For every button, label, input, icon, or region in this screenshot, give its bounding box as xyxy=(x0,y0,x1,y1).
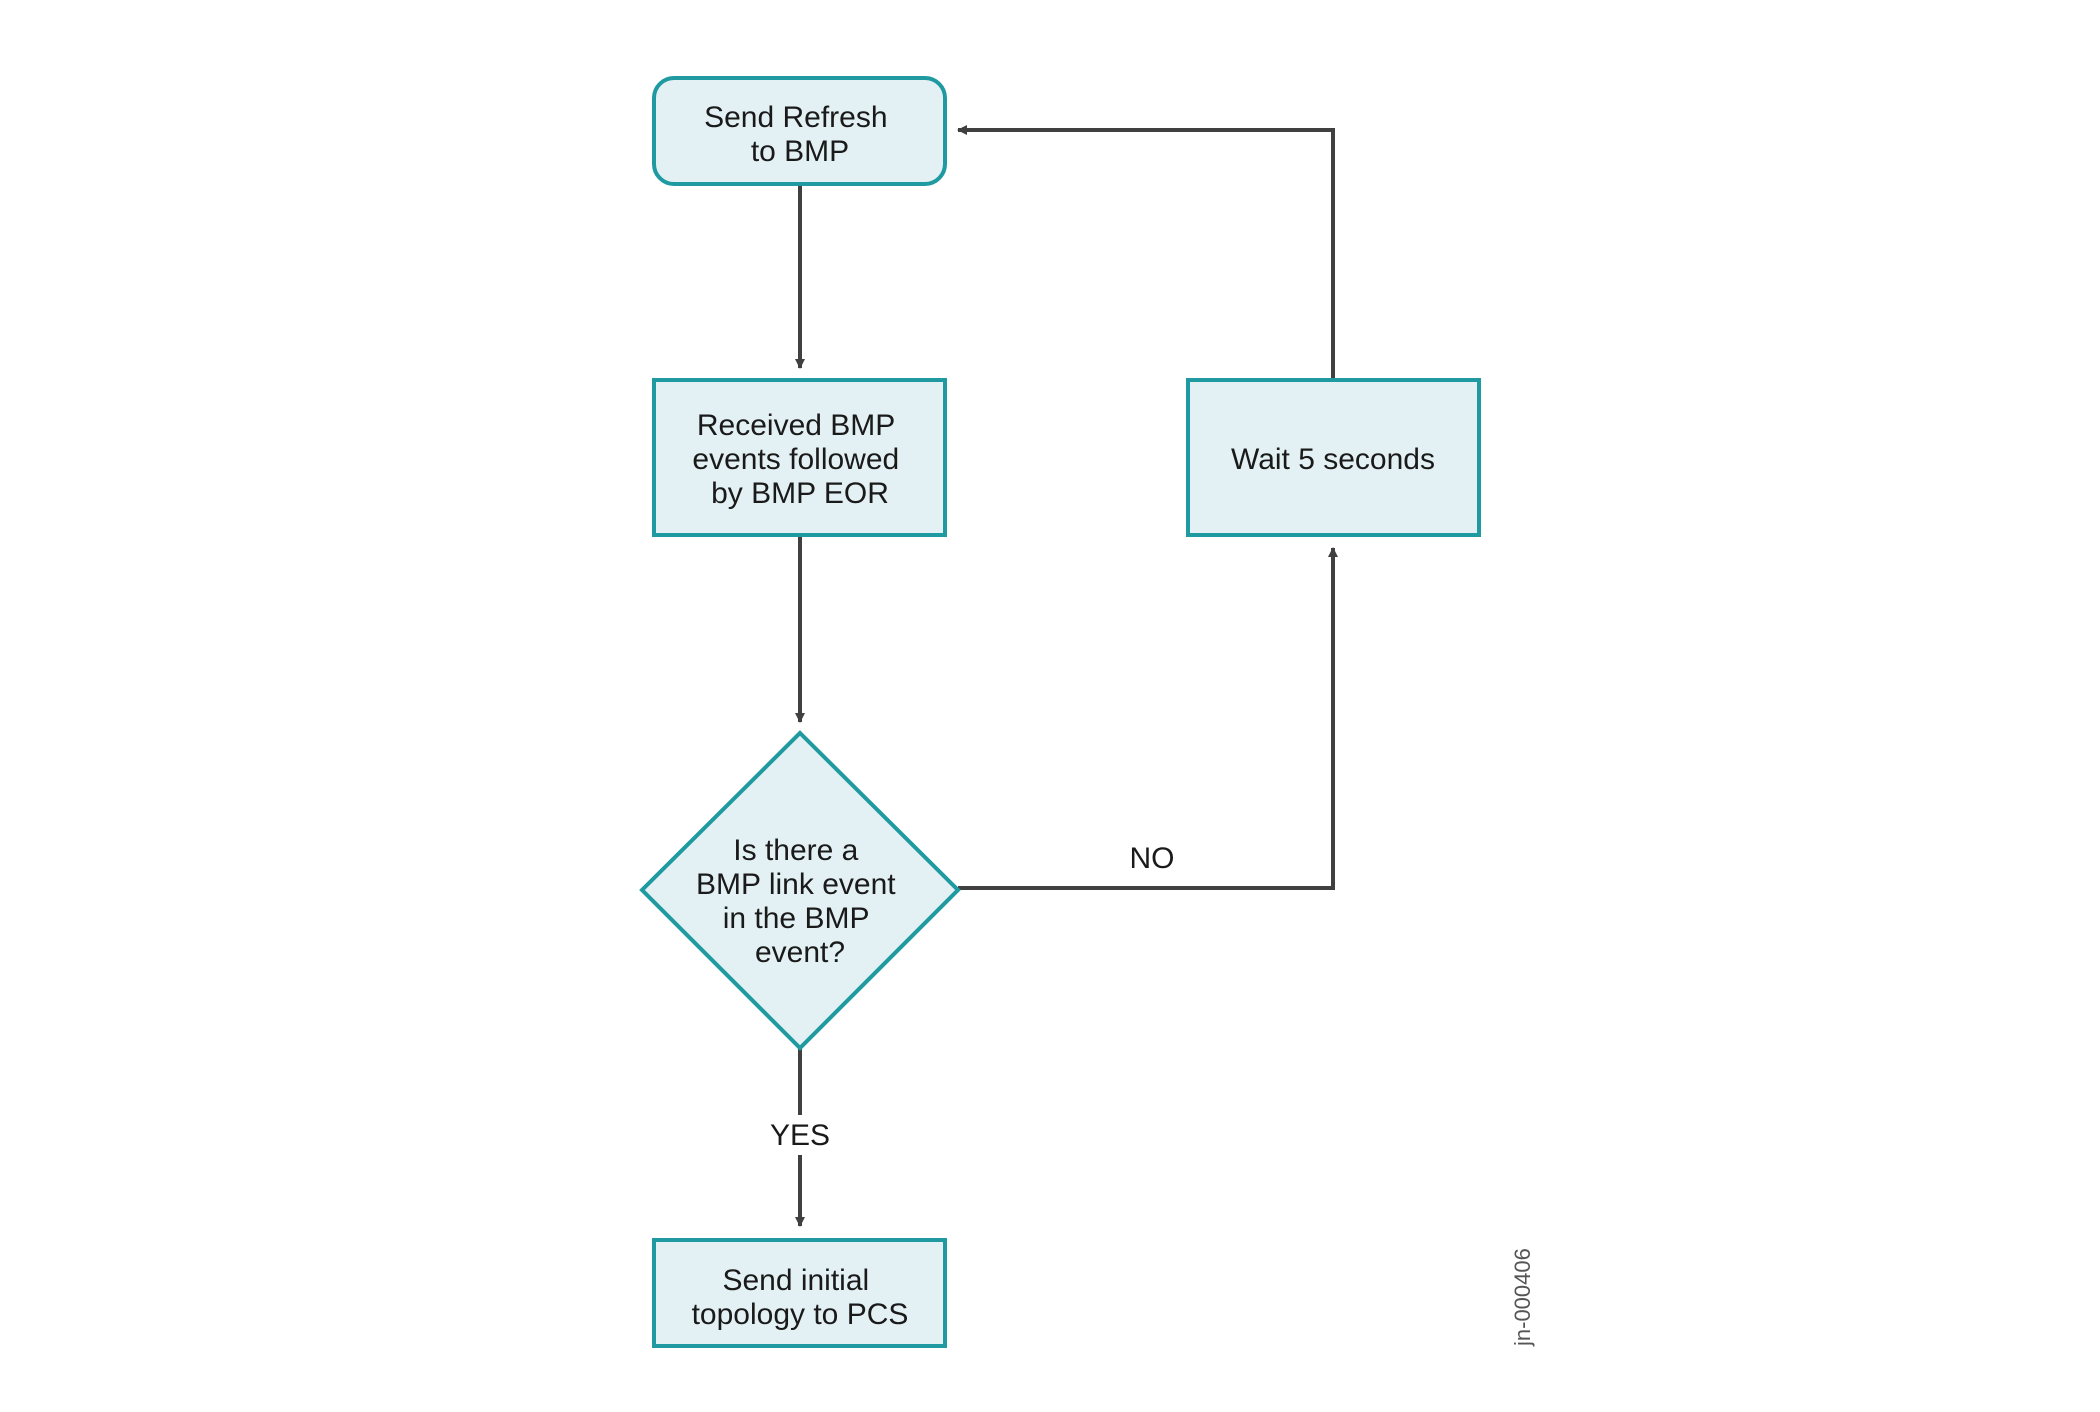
node-received-events-shape xyxy=(652,378,947,537)
node-decision-line-4: event? xyxy=(755,936,845,969)
node-decision-line-2: BMP link event xyxy=(696,868,896,901)
node-received-events-line-1: Received BMP xyxy=(697,409,895,442)
figure-id: jn-000406 xyxy=(1510,1248,1535,1347)
node-send-refresh-shape xyxy=(652,76,947,186)
edges xyxy=(795,125,1338,1227)
svg-text:Is there a BMP link even: Is there a BMP link event in the BMP eve… xyxy=(696,834,904,969)
node-received-events-line-2: events followed xyxy=(692,443,899,476)
node-send-refresh: Send Refresh to BMP xyxy=(652,76,947,186)
svg-text:Send initial topology to: Send initial topology to PCS xyxy=(692,1264,909,1331)
node-wait-line-1: Wait 5 seconds xyxy=(1231,443,1435,476)
node-decision-line-1: Is there a xyxy=(733,834,858,867)
edge-label-yes-background xyxy=(765,1115,835,1155)
svg-text:Send Refresh to BMP: Send Refresh to BMP xyxy=(704,101,896,168)
node-wait-shape xyxy=(1186,378,1481,537)
node-received-events: Received BMP events followed by BMP EOR xyxy=(652,378,947,537)
node-received-events-line-3: by BMP EOR xyxy=(711,477,889,510)
node-decision: Is there a BMP link event in the BMP eve… xyxy=(639,730,961,1051)
node-send-topology-line-2: topology to PCS xyxy=(692,1298,909,1331)
edge-decision-no-to-wait xyxy=(958,547,1338,890)
edge-label-yes: YES xyxy=(770,1119,830,1152)
edge-wait-to-refresh xyxy=(957,125,1335,379)
edge-label-no: NO xyxy=(1130,842,1175,875)
node-send-topology: Send initial topology to PCS xyxy=(652,1238,947,1348)
node-send-refresh-line-1: Send Refresh xyxy=(704,101,887,134)
node-decision-line-3: in the BMP xyxy=(723,902,869,935)
node-send-refresh-line-2: to BMP xyxy=(751,135,849,168)
node-decision-shape xyxy=(639,730,961,1051)
svg-text:Received BMP events foll: Received BMP events followed by BMP EOR xyxy=(692,409,907,510)
node-wait: Wait 5 seconds xyxy=(1186,378,1481,537)
node-send-topology-line-1: Send initial xyxy=(722,1264,869,1297)
node-send-topology-shape xyxy=(652,1238,947,1348)
svg-text:Wait 5 seconds: Wait 5 seconds xyxy=(1231,443,1435,476)
